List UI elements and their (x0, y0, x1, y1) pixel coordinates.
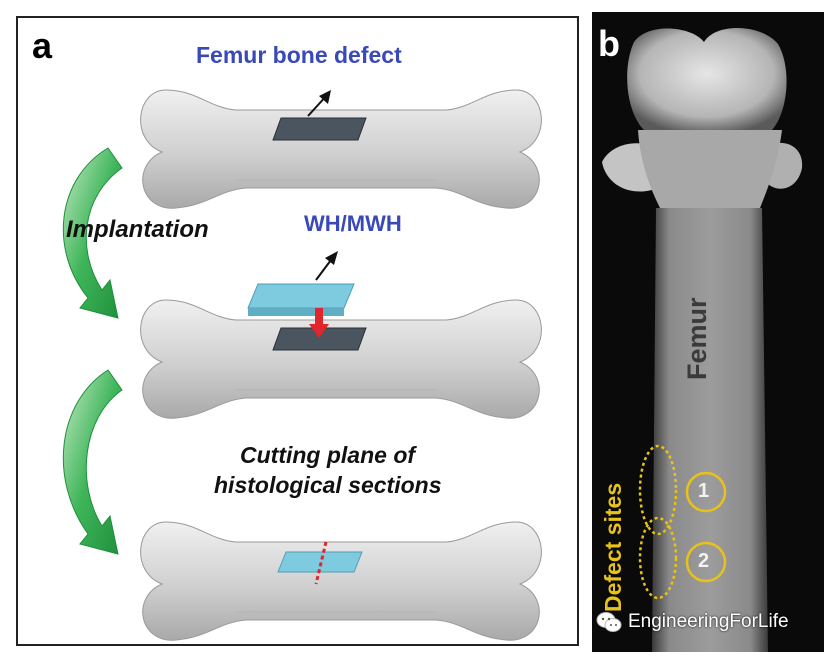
site-2-number: 2 (698, 550, 710, 572)
panel-a-illustration (62, 89, 543, 642)
green-curved-arrow-2 (62, 369, 123, 555)
defect-site-ellipse-1 (638, 444, 678, 536)
site-1-circle (685, 471, 727, 513)
bone-defect (139, 89, 543, 210)
watermark: EngineeringForLife (596, 611, 789, 633)
green-curved-arrow-1 (62, 147, 123, 319)
defect-site-markers (638, 444, 727, 600)
label-cutting-line2: histological sections (214, 472, 442, 498)
panel-b-xray: b Femur Defect sites 1 2 (592, 12, 824, 652)
xray-image (602, 27, 803, 652)
label-cutting-line1: Cutting plane of (240, 442, 416, 468)
defect-slot (272, 117, 367, 141)
watermark-text: EngineeringForLife (628, 611, 789, 632)
red-down-arrow (309, 308, 329, 338)
label-implant-material: WH/MWH (304, 211, 402, 236)
site-2-circle (685, 541, 727, 583)
label-implantation: Implantation (66, 216, 209, 243)
bone-implantation (139, 299, 543, 420)
panel-letter-a: a (32, 25, 53, 66)
panel-a: a (16, 16, 579, 646)
implant-block (247, 283, 355, 316)
panel-letter-b: b (598, 23, 620, 64)
defect-site-ellipse-2 (638, 516, 678, 600)
site-1-number: 1 (698, 480, 710, 502)
label-femur-bone-defect: Femur bone defect (196, 42, 402, 68)
wechat-icon (596, 612, 622, 632)
cutting-plane-line (314, 541, 328, 585)
bone-cutting-plane (139, 521, 543, 642)
